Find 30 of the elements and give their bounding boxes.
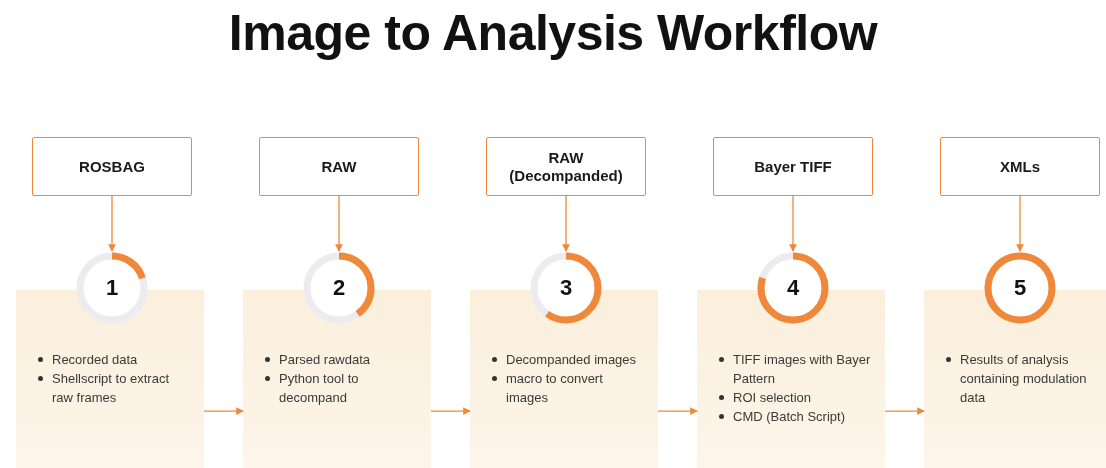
step-number: 3 — [559, 275, 573, 301]
step-number: 1 — [105, 275, 119, 301]
arrow — [335, 195, 343, 252]
diagram-title: Image to Analysis Workflow — [227, 4, 879, 62]
bullet-text: CMD (Batch Script) — [733, 408, 845, 426]
bullet-text: Recorded data — [52, 351, 138, 369]
bullet-text: TIFF images with Bayer Pattern — [733, 351, 871, 388]
bullet-text: Python tool to decompand — [279, 370, 360, 407]
label-box: ROSBAG — [32, 137, 192, 196]
arrow — [562, 195, 570, 252]
arrow — [884, 407, 925, 415]
bullet-text: macro to convert images — [506, 370, 604, 407]
step-number: 2 — [332, 275, 346, 301]
arrow — [789, 195, 797, 252]
label-box: RAW (Decompanded) — [486, 137, 646, 196]
arrow — [430, 407, 471, 415]
arrow — [657, 407, 698, 415]
arrow — [1016, 195, 1024, 252]
bullet-text: Shellscript to extract raw frames — [52, 370, 171, 407]
label-box: Bayer TIFF — [713, 137, 873, 196]
bullet-text: Parsed rawdata — [279, 351, 371, 369]
label-box: RAW — [259, 137, 419, 196]
bullet-text: Results of analysis containing modulation data — [960, 351, 1088, 407]
bullet-text: Decompanded images — [506, 351, 637, 369]
step-number: 4 — [786, 275, 800, 301]
label-box: XMLs — [940, 137, 1100, 196]
step-number: 5 — [1013, 275, 1027, 301]
arrow — [108, 195, 116, 252]
bullet-text: ROI selection — [733, 389, 812, 407]
arrow — [203, 407, 244, 415]
